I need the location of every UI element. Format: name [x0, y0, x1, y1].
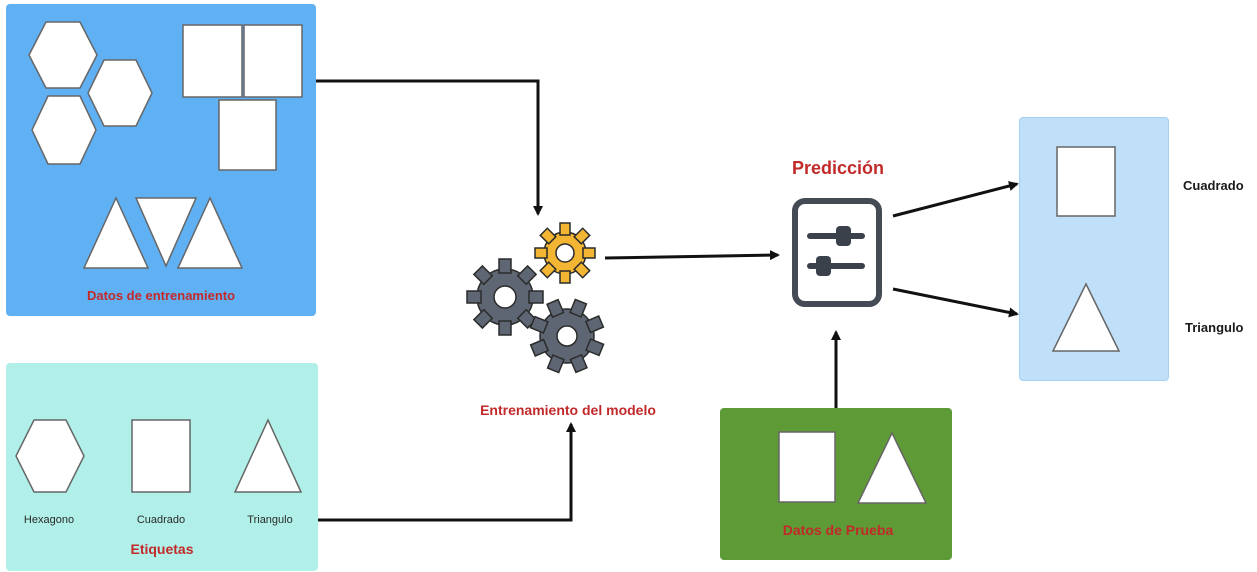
test-shapes [778, 431, 928, 504]
square-shape [1056, 146, 1116, 217]
arrow-prediction-to-triangle [892, 287, 1019, 318]
triangle-shape [1051, 282, 1121, 352]
label-triangle: Triangulo [247, 514, 293, 526]
triangle-shape [856, 431, 928, 504]
test-data-caption: Datos de Prueba [782, 522, 894, 538]
label-square: Cuadrado [136, 514, 186, 526]
hexagon-shape [15, 419, 85, 493]
arrows [316, 79, 1019, 522]
labels-caption: Etiquetas [130, 541, 194, 557]
hexagon-shape [87, 59, 153, 127]
model-training-caption: Entrenamiento del modelo [480, 402, 656, 418]
training-data-caption: Datos de entrenamiento [86, 288, 236, 303]
arrow-labels-to-model [318, 422, 576, 522]
prediction-title: Predicción [791, 158, 885, 178]
hexagon-shape [31, 95, 97, 165]
hexagon-shape [28, 21, 98, 89]
square-shape [778, 431, 836, 503]
output-label-square: Cuadrado [1183, 178, 1244, 193]
triangle-shape [134, 197, 198, 268]
square-shape [182, 24, 243, 98]
square-shape [131, 419, 191, 493]
arrow-training-to-model [316, 79, 543, 216]
training-shapes [28, 21, 303, 269]
gears-icon [466, 222, 605, 374]
triangle-shape [233, 418, 303, 493]
label-shapes [15, 418, 303, 493]
output-label-triangle: Triangulo [1185, 320, 1244, 335]
triangle-shape [82, 196, 150, 269]
arrow-prediction-to-square [892, 181, 1019, 218]
sliders-icon [792, 198, 882, 307]
label-hexagon: Hexagono [23, 514, 75, 526]
result-shapes [1051, 146, 1121, 352]
triangle-shape [176, 196, 244, 269]
arrow-model-to-prediction [604, 250, 780, 261]
square-shape [218, 99, 277, 171]
square-shape [243, 24, 303, 98]
